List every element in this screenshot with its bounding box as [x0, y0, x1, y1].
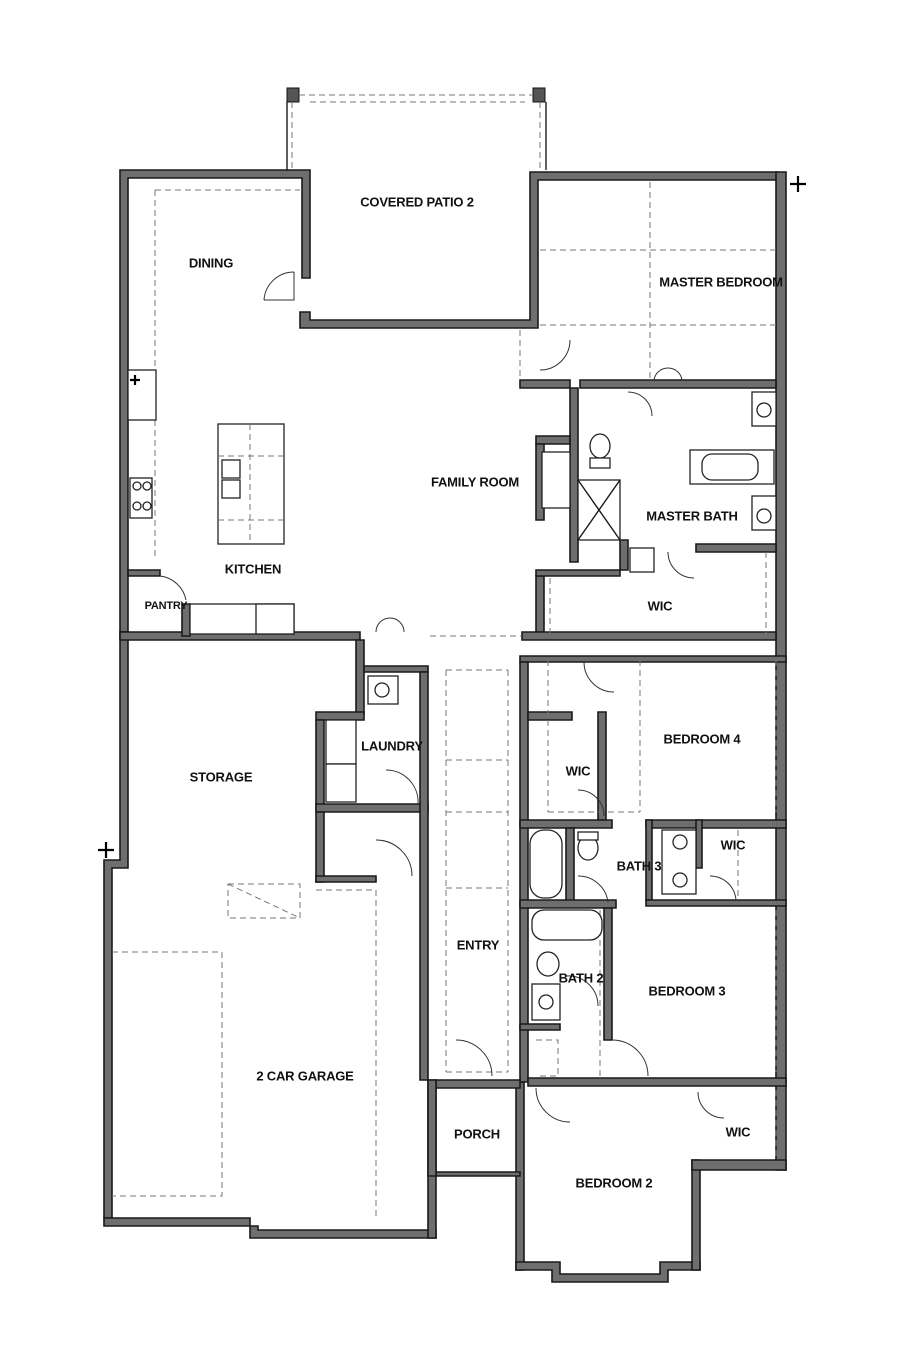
room-label-wic-bedroom-4: WIC — [566, 763, 591, 778]
fixtures — [127, 369, 777, 1021]
doors — [159, 271, 737, 1123]
room-label-storage: STORAGE — [190, 769, 253, 784]
room-label-porch: PORCH — [454, 1126, 500, 1141]
room-label-master-bedroom: MASTER BEDROOM — [659, 274, 783, 289]
room-label-pantry: PANTRY — [145, 600, 189, 612]
room-label-master-bath: MASTER BATH — [646, 508, 737, 523]
room-label-covered-patio: COVERED PATIO 2 — [360, 194, 474, 209]
ceiling-lines — [112, 182, 777, 1220]
covered-patio-area — [286, 87, 547, 170]
room-label-entry: ENTRY — [457, 937, 500, 952]
room-label-dining: DINING — [189, 255, 233, 270]
room-label-bath-3: BATH 3 — [617, 858, 662, 873]
room-label-family-room: FAMILY ROOM — [431, 474, 519, 489]
room-label-bath-2: BATH 2 — [559, 970, 604, 985]
room-label-laundry: LAUNDRY — [361, 738, 423, 753]
room-label-bedroom-4: BEDROOM 4 — [664, 731, 742, 746]
room-label-master-wic: WIC — [648, 598, 673, 613]
room-label-garage: 2 CAR GARAGE — [256, 1068, 354, 1083]
room-label-kitchen: KITCHEN — [225, 561, 281, 576]
corner-marks — [98, 176, 806, 858]
room-label-wic-bedroom-2: WIC — [726, 1124, 751, 1139]
room-labels: COVERED PATIO 2 DINING MASTER BEDROOM FA… — [145, 194, 783, 1190]
room-label-bedroom-3: BEDROOM 3 — [649, 983, 726, 998]
exterior-walls — [103, 169, 787, 1283]
room-label-wic-bath-3: WIC — [721, 837, 746, 852]
room-label-bedroom-2: BEDROOM 2 — [576, 1175, 653, 1190]
